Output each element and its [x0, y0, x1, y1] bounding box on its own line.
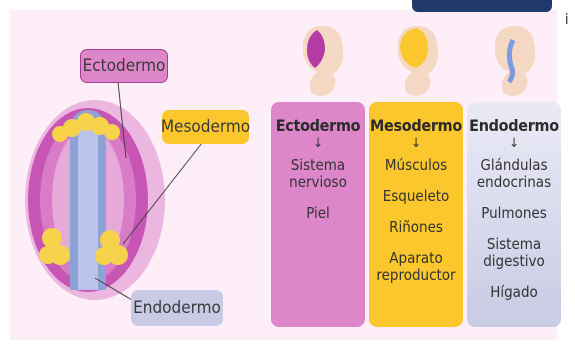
list-item: Sistema digestivo [483, 235, 545, 270]
mesodermo-tag: Mesodermo [161, 110, 250, 144]
top-banner-fragment [412, 0, 552, 12]
list-item: Glándulas endocrinas [476, 156, 552, 191]
list-item: Hígado [490, 283, 538, 301]
column-mesodermo: Mesodermo ↓ Músculos Esqueleto Riñones A… [369, 102, 463, 327]
list-item: Piel [306, 204, 330, 222]
endodermo-tag: Endodermo [131, 290, 223, 326]
list-item: Sistema nervioso [289, 156, 347, 191]
column-endodermo: Endodermo ↓ Glándulas endocrinas Pulmone… [467, 102, 561, 327]
down-arrow-icon: ↓ [313, 136, 323, 151]
ectodermo-tag: Ectodermo [80, 49, 168, 83]
fetus-mesodermo-icon [398, 26, 439, 96]
fetus-ectodermo-icon [303, 26, 344, 96]
list-item: Pulmones [481, 204, 547, 222]
list-item: Músculos [384, 156, 448, 174]
column-title: Ectodermo [275, 116, 361, 135]
corner-mark: i [565, 12, 569, 28]
column-title: Endodermo [469, 116, 559, 135]
list-item: Esqueleto [382, 187, 450, 205]
list-item: Aparato reproductor [376, 249, 456, 284]
fetus-endodermo-icon [495, 26, 536, 96]
column-ectodermo: Ectodermo ↓ Sistema nervioso Piel [271, 102, 365, 327]
list-item: Riñones [389, 218, 443, 236]
column-title: Mesodermo [370, 116, 462, 135]
down-arrow-icon: ↓ [509, 136, 519, 151]
down-arrow-icon: ↓ [411, 136, 421, 151]
